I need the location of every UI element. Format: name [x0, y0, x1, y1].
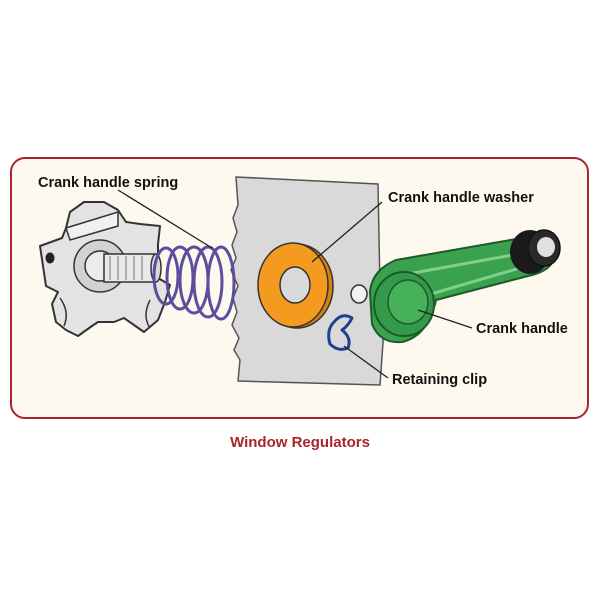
leader-washer: [311, 201, 383, 263]
label-crank-handle-spring: Crank handle spring: [38, 175, 178, 191]
leader-handle: [417, 309, 473, 329]
diagram-caption: Window Regulators: [230, 434, 370, 451]
crank-handle-washer: [257, 242, 334, 329]
splined-shaft: [103, 253, 162, 283]
leader-spring: [117, 189, 213, 249]
crank-handle-spring: [152, 245, 236, 321]
shaft-tip: [350, 284, 368, 304]
crank-handle: [369, 229, 561, 344]
label-crank-handle: Crank handle: [476, 321, 568, 337]
retaining-clip: [327, 314, 354, 351]
label-crank-handle-washer: Crank handle washer: [388, 190, 534, 206]
label-retaining-clip: Retaining clip: [392, 372, 487, 388]
leader-lines: [117, 189, 473, 379]
leader-clip: [343, 345, 389, 379]
